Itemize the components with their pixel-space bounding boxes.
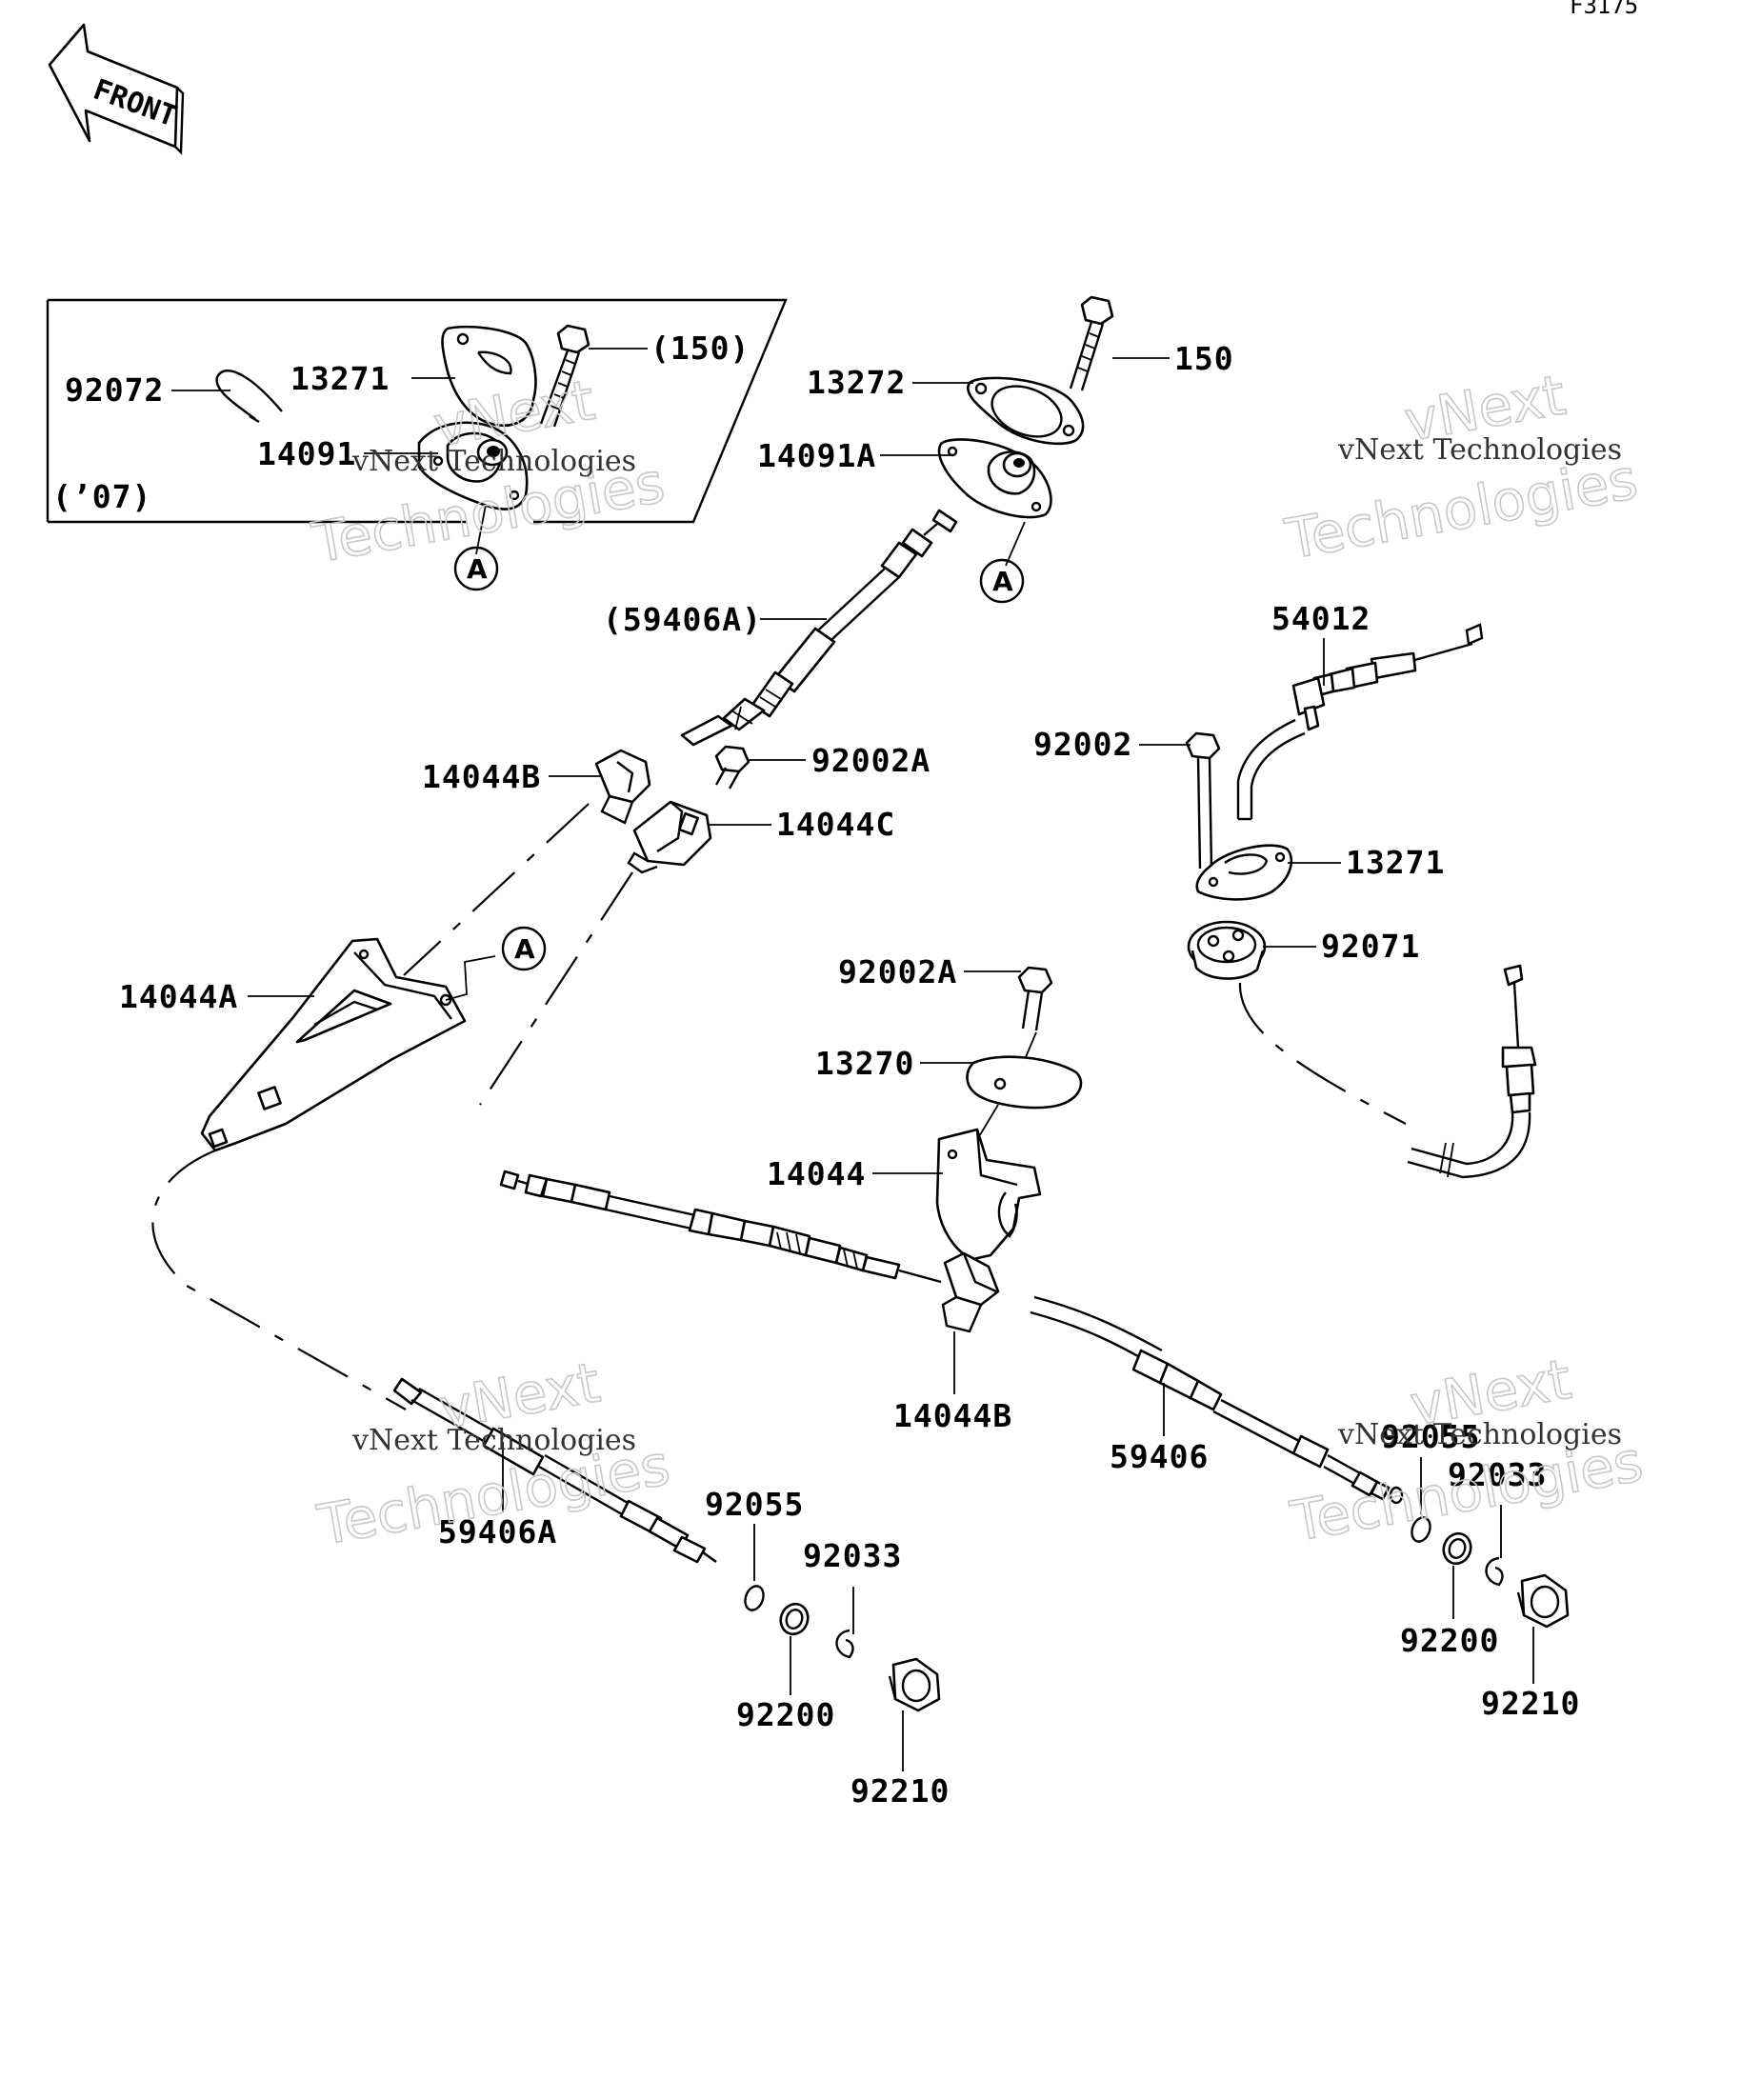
- bolt-92002A-mid: [1017, 966, 1053, 1031]
- inset-part-14091: 14091: [257, 435, 356, 472]
- routing-line-4: [1238, 982, 1407, 1125]
- callout-a-2: A: [514, 933, 535, 965]
- part-92055-right: 92055: [1381, 1418, 1480, 1455]
- plate-13271: [1195, 844, 1293, 901]
- part-92055-left: 92055: [705, 1486, 804, 1523]
- washer-92200-left: [779, 1602, 810, 1636]
- callout-a-1: A: [992, 566, 1013, 597]
- watermark-text-1: vNext Technologies: [351, 445, 636, 478]
- cable-54012-end: [1407, 964, 1537, 1179]
- part-92210-right: 92210: [1481, 1685, 1580, 1722]
- circlip-92033-right: [1485, 1556, 1504, 1587]
- part-150: 150: [1174, 340, 1234, 377]
- inset-part-150: (150): [650, 330, 750, 367]
- nut-92210-right: [1516, 1573, 1570, 1629]
- part-14044B-bottom: 14044B: [893, 1397, 1012, 1434]
- part-59406A-bottom: 59406A: [438, 1513, 557, 1550]
- bolt-92002: [1185, 731, 1221, 870]
- part-14044A: 14044A: [119, 978, 238, 1015]
- routing-line-3: [151, 1149, 407, 1410]
- clip-14044B-bottom: [941, 1251, 1000, 1333]
- bracket-14044C: [627, 800, 712, 874]
- routing-line-2: [479, 871, 633, 1106]
- watermark-text-4: vNext Technologies: [1337, 1418, 1622, 1451]
- grommet-92071: [1187, 920, 1267, 980]
- inset-part-92072: 92072: [65, 371, 164, 409]
- cable-59406A-lower: [392, 1377, 717, 1564]
- case-14091-inset: [417, 421, 529, 510]
- part-92033-left: 92033: [803, 1537, 902, 1574]
- plate-13271-inset: [441, 325, 537, 428]
- part-92200-right: 92200: [1400, 1622, 1499, 1659]
- plate-13270: [966, 1055, 1083, 1110]
- washer-92200-right: [1442, 1531, 1472, 1566]
- front-arrow-icon: FRONT: [48, 23, 185, 155]
- nut-92210-left: [888, 1657, 941, 1712]
- part-14044B-top: 14044B: [422, 758, 541, 795]
- part-54012: 54012: [1271, 600, 1371, 637]
- watermark-text-2: vNext Technologies: [1337, 433, 1622, 467]
- part-92200-left: 92200: [736, 1696, 835, 1733]
- inset-part-13271: 13271: [290, 360, 390, 397]
- cable-59406-right: [1030, 1295, 1404, 1505]
- part-92210-left: 92210: [850, 1772, 950, 1810]
- bracket-14044: [935, 1128, 1042, 1261]
- circlip-92033-left: [835, 1629, 854, 1659]
- part-13271: 13271: [1346, 844, 1445, 881]
- part-13272: 13272: [807, 364, 906, 401]
- bracket-14044A: [200, 937, 467, 1152]
- oring-92055-left: [744, 1585, 765, 1611]
- diagram-code: F3175: [1570, 0, 1638, 19]
- callout-circle-1: [979, 558, 1025, 604]
- bolt-150-inset: [539, 324, 590, 428]
- part-14091A: 14091A: [757, 437, 876, 474]
- routing-line-1: [403, 803, 590, 976]
- inset-callout-a: A: [467, 553, 488, 585]
- part-92002A-mid: 92002A: [838, 953, 957, 990]
- cable-59406A-upper: [680, 509, 958, 747]
- bolt-92002A-top: [714, 745, 750, 790]
- part-59406A-top: (59406A): [603, 601, 762, 638]
- inset-year-label: (’07): [52, 478, 151, 515]
- part-92071: 92071: [1321, 928, 1420, 965]
- clip-14044B-top: [594, 749, 651, 825]
- cable-54012: [1236, 623, 1484, 821]
- oring-92055-right: [1411, 1516, 1431, 1543]
- part-59406: 59406: [1110, 1438, 1209, 1475]
- part-14044C: 14044C: [776, 806, 895, 843]
- case-14091A: [937, 438, 1052, 519]
- inset-box: [46, 298, 788, 524]
- part-92002A-top: 92002A: [811, 742, 931, 779]
- bolt-150: [1069, 295, 1114, 391]
- cable-59406: [499, 1170, 942, 1284]
- inset-callout-circle: [453, 546, 499, 591]
- watermark-text-3: vNext Technologies: [351, 1424, 636, 1457]
- part-92033-right: 92033: [1448, 1456, 1547, 1493]
- gasket-13272: [967, 376, 1085, 446]
- clip-92072: [215, 369, 283, 424]
- part-13270: 13270: [815, 1045, 914, 1082]
- callout-circle-2: [501, 926, 547, 971]
- part-14044: 14044: [767, 1155, 866, 1192]
- part-92002: 92002: [1033, 726, 1132, 763]
